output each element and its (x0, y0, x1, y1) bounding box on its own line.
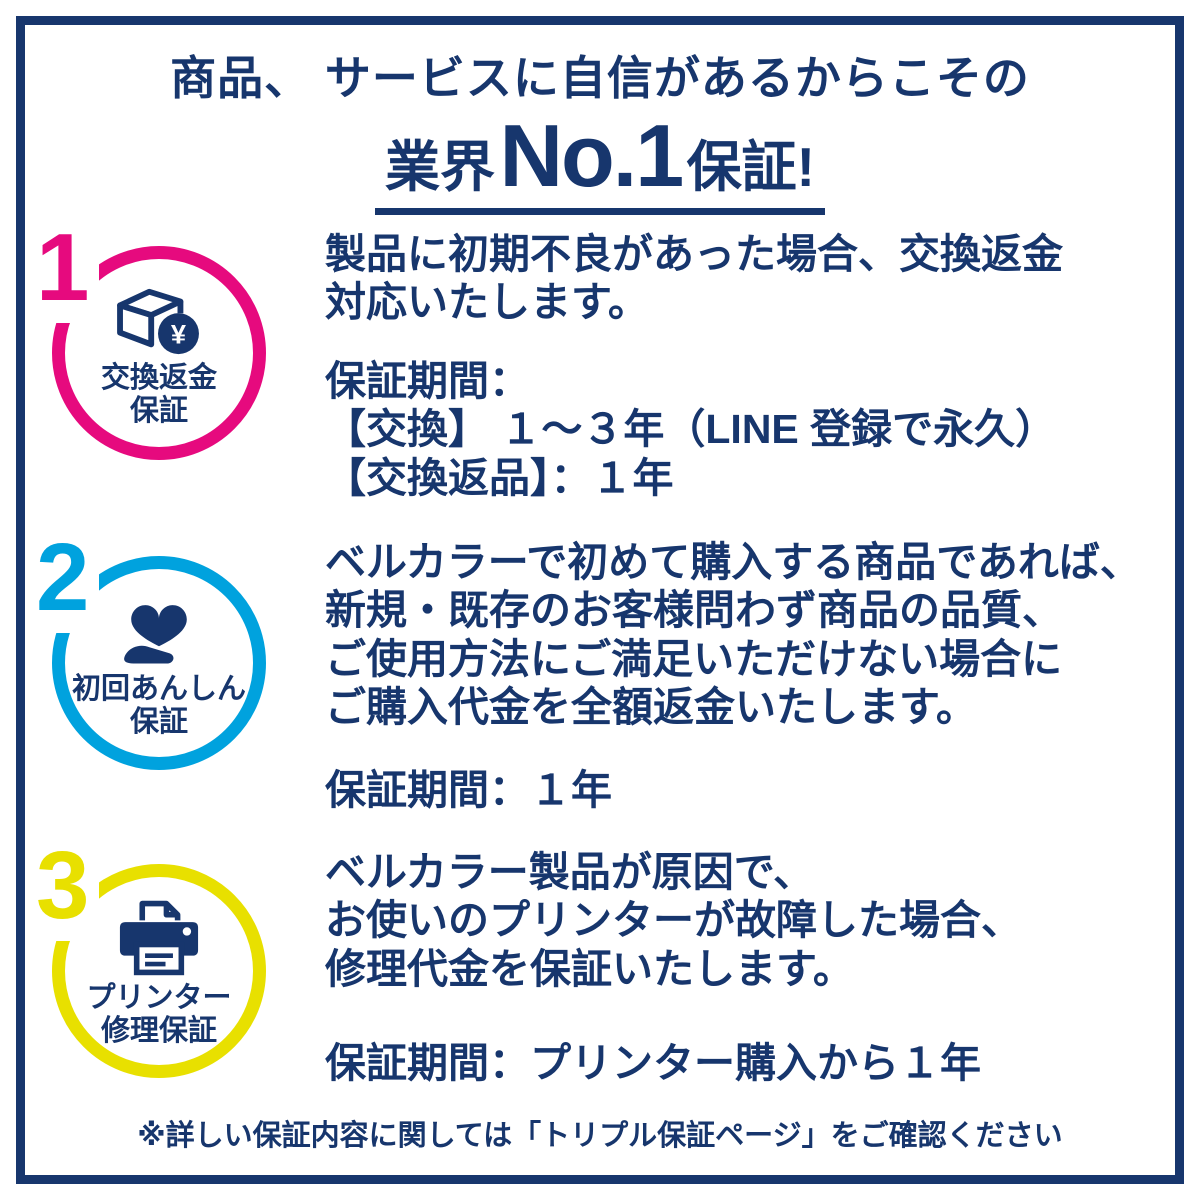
banner-header: 商品、 サービスに自信があるからこその 業界 No.1 保証! (0, 42, 1200, 216)
footer-note: ※詳しい保証内容に関しては「トリプル保証ページ」をご確認ください (137, 1120, 1063, 1152)
badge-label-1: 交換返金 保証 (100, 361, 217, 427)
exchange-refund-badge: 1 ¥ 交換返金 保証 (30, 219, 266, 460)
badge-label-2: 初回あんしん 保証 (71, 672, 246, 738)
banner-footer: ※詳しい保証内容に関しては「トリプル保証ページ」をご確認ください (0, 1112, 1200, 1154)
guarantee-period-1: 保証期間： 【交換】 １～３年（LINE 登録で永久） 【交換返品】：１年 (325, 357, 1057, 501)
header-title-underlined: 業界 No.1 保証! (375, 109, 825, 216)
badge-label-3: プリンター 修理保証 (86, 981, 232, 1047)
badge-number-2: 2 (30, 529, 100, 634)
first-purchase-badge: 2 初回あんしん 保証 (30, 529, 266, 770)
header-no1-text: No.1 (499, 106, 684, 205)
guarantee-text-1: 製品に初期不良があった場合、交換返金 対応いたします。 保証期間： 【交換】 １… (325, 222, 1181, 502)
guarantee-item-printer-repair: 3 プリンター 修理保証 (0, 837, 1200, 1145)
box-yen-icon: ¥ (112, 282, 206, 358)
printer-repair-badge: 3 プリンター 修理保証 (30, 837, 266, 1078)
guarantee-text-2: ベルカラーで初めて購入する商品であれば、 新規・既存のお客様問わず商品の品質、 … (325, 532, 1181, 814)
guarantee-item-first-purchase: 2 初回あんしん 保証 ベルカラーで初めて購入する商品であれば、 新規・既存のお… (0, 529, 1200, 837)
header-tagline: 商品、 サービスに自信があるからこその (170, 52, 1030, 104)
heart-hand-icon (113, 591, 205, 669)
guarantee-text-3: ベルカラー製品が原因で、 お使いのプリンターが故障した場合、 修理代金を保証いた… (325, 840, 1181, 1088)
header-guarantee-text: 保証! (686, 136, 815, 198)
badge-number-1: 1 (30, 219, 100, 324)
badge-number-3: 3 (30, 837, 100, 942)
guarantee-description-1: 製品に初期不良があった場合、交換返金 対応いたします。 (325, 231, 1063, 326)
svg-text:¥: ¥ (171, 318, 187, 349)
header-industry-text: 業界 (385, 136, 496, 198)
guarantee-description-3: ベルカラー製品が原因で、 お使いのプリンターが故障した場合、 修理代金を保証いた… (325, 849, 1022, 992)
printer-icon (114, 898, 204, 978)
guarantee-item-exchange-refund: 1 ¥ 交換返金 保証 製品に初期不良があった場合、 (0, 219, 1200, 527)
guarantee-description-2: ベルカラーで初めて購入する商品であれば、 新規・既存のお客様問わず商品の品質、 … (325, 539, 1141, 731)
guarantee-period-3: 保証期間：プリンター購入から１年 (325, 1040, 981, 1087)
guarantee-period-2: 保証期間：１年 (325, 766, 612, 813)
